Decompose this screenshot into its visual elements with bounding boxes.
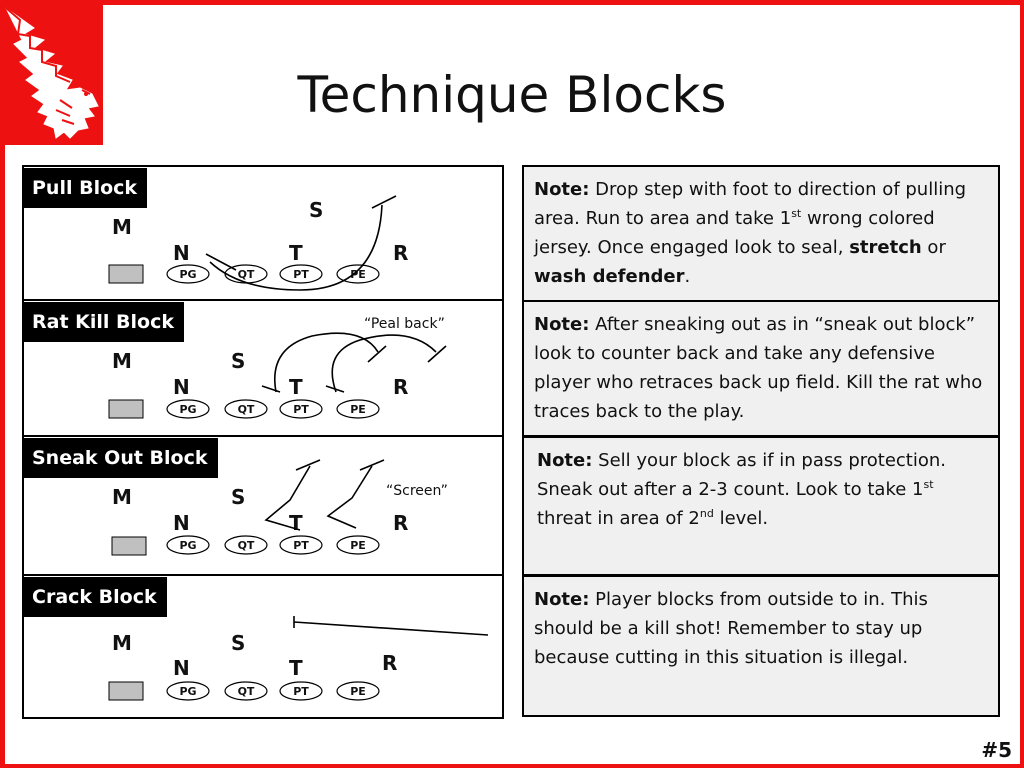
block-label: Sneak Out Block	[22, 438, 218, 478]
note-text: threat in area of 2	[537, 508, 700, 529]
hawk-icon	[5, 7, 99, 139]
block-label: Pull Block	[22, 168, 148, 208]
frame-left	[0, 0, 5, 768]
frame-right	[1020, 0, 1024, 768]
note-text: Player blocks from outside to in. This s…	[534, 589, 928, 668]
note-heading: Note:	[534, 589, 590, 610]
note-text: Sell your block as if in pass protection…	[537, 450, 947, 500]
note-emphasis: wash defender	[534, 266, 685, 287]
note-heading: Note:	[537, 450, 593, 471]
hawk-logo	[0, 0, 103, 145]
note-text: Drop step with foot to direction of pull…	[534, 179, 967, 229]
note-text: .	[684, 266, 691, 287]
note-text: level.	[713, 508, 769, 529]
note-heading: Note:	[534, 314, 590, 335]
note-heading: Note:	[534, 179, 590, 200]
note-box: Note: Player blocks from outside to in. …	[522, 575, 1000, 717]
note-superscript: st	[791, 207, 802, 220]
block-label: Rat Kill Block	[22, 302, 184, 342]
frame-bottom	[0, 764, 1024, 768]
note-box: Note: After sneaking out as in “sneak ou…	[522, 300, 1000, 437]
note-text: wrong colored jersey. Once engaged look …	[534, 208, 935, 258]
page-number: #5	[981, 738, 1012, 762]
note-superscript: nd	[699, 507, 714, 520]
page-title: Technique Blocks	[297, 66, 727, 124]
note-superscript: st	[923, 478, 934, 491]
note-box: Note: Sell your block as if in pass prot…	[522, 436, 1000, 576]
frame-top	[0, 0, 1024, 5]
note-text: After sneaking out as in “sneak out bloc…	[534, 314, 983, 422]
note-box: Note: Drop step with foot to direction o…	[522, 165, 1000, 302]
note-text: or	[921, 237, 946, 258]
block-label: Crack Block	[22, 577, 167, 617]
note-emphasis: stretch	[849, 237, 922, 258]
